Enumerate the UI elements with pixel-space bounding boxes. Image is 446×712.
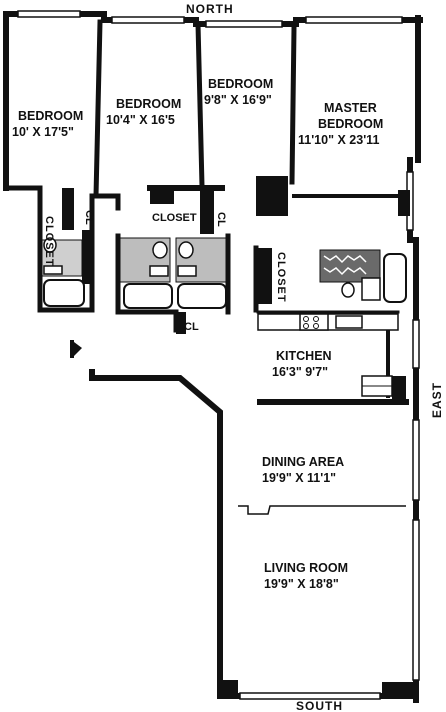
window-east-4	[412, 519, 420, 681]
entry-post	[70, 340, 74, 358]
column-cl-bottom	[176, 312, 186, 334]
column-bed1	[62, 188, 74, 230]
burner-4	[313, 323, 319, 329]
window-north-2	[111, 16, 185, 24]
bed3-master-wall	[289, 25, 297, 185]
living-name: LIVING ROOM	[264, 561, 348, 575]
center-toilet-1	[149, 265, 169, 277]
master-bathroom	[319, 249, 407, 303]
burner-3	[303, 323, 309, 329]
left-closet-label: CLOSET	[43, 216, 55, 267]
window-north-1	[17, 10, 81, 18]
center-tub-2	[177, 283, 227, 309]
window-east-3	[412, 419, 420, 501]
column-closet-center	[200, 188, 214, 234]
living-dims: 19'9" X 18'8"	[264, 577, 339, 591]
left-sink	[43, 237, 57, 253]
dining-living-divider	[238, 505, 406, 515]
left-toilet	[43, 265, 63, 275]
east-label: EAST	[430, 382, 444, 418]
center-tub-1	[123, 283, 173, 309]
burner-1	[303, 316, 309, 322]
master-bath-pattern	[323, 255, 367, 276]
bedroom3-name: BEDROOM	[208, 77, 273, 91]
column-master-east	[398, 190, 410, 216]
left-tub	[43, 279, 85, 307]
window-south-1	[239, 692, 381, 700]
bedroom1-name: BEDROOM	[18, 109, 83, 123]
kitchen-sink	[335, 315, 363, 329]
window-north-3	[205, 20, 283, 28]
master-sink	[341, 282, 355, 298]
center-bathrooms	[119, 237, 227, 309]
kitchen-dims: 16'3" 9'7"	[272, 365, 328, 379]
window-east-2	[412, 319, 420, 369]
column-kitchen-east	[392, 376, 406, 402]
master-name-line1: MASTER	[324, 101, 377, 115]
bedroom3-dims: 9'8" X 16'9"	[204, 93, 272, 107]
master-closet-label: CLOSET	[275, 252, 287, 303]
kitchen-fixtures	[257, 313, 399, 397]
column-center-closet	[150, 188, 174, 204]
left-cl-label: CL	[83, 210, 95, 225]
bedroom1-dims: 10' X 17'5"	[12, 125, 74, 139]
hall-south-wall	[89, 369, 223, 699]
center-toilet-2	[177, 265, 197, 277]
dining-dims: 19'9" X 11'1"	[262, 471, 336, 485]
center-cl-right-label: CL	[215, 212, 227, 227]
center-closet-label: CLOSET	[152, 212, 197, 224]
master-tub	[383, 253, 407, 303]
bed2-bed3-wall	[195, 21, 205, 189]
master-name-line2: BEDROOM	[318, 117, 383, 131]
master-bath-tile	[319, 249, 381, 283]
north-label: NORTH	[186, 2, 234, 16]
entry-marker	[70, 340, 82, 358]
center-sink-1	[152, 241, 168, 259]
master-dims: 11'10" X 23'11	[298, 133, 379, 147]
column-master-closet	[256, 248, 272, 304]
burner-2	[313, 316, 319, 322]
center-sink-2	[178, 241, 194, 259]
bedroom2-name: BEDROOM	[116, 97, 181, 111]
center-cl-bottom-label: CL	[184, 321, 199, 333]
dining-name: DINING AREA	[262, 455, 344, 469]
window-north-4	[305, 16, 403, 24]
bed1-bed2-wall	[93, 19, 121, 211]
entry-arrow-icon	[74, 342, 82, 356]
bedroom2-dims: 10'4" X 16'5	[106, 113, 175, 127]
column-master	[256, 176, 288, 216]
kitchen-name: KITCHEN	[276, 349, 332, 363]
master-toilet	[361, 277, 381, 301]
south-label: SOUTH	[296, 699, 343, 712]
left-bathroom	[41, 237, 85, 307]
column-south-west	[222, 680, 238, 696]
column-left-bath	[82, 230, 92, 284]
solid-blocks	[62, 176, 414, 696]
labels: NORTH SOUTH EAST BEDROOM 10' X 17'5" BED…	[12, 2, 444, 712]
column-south-east	[382, 682, 414, 696]
